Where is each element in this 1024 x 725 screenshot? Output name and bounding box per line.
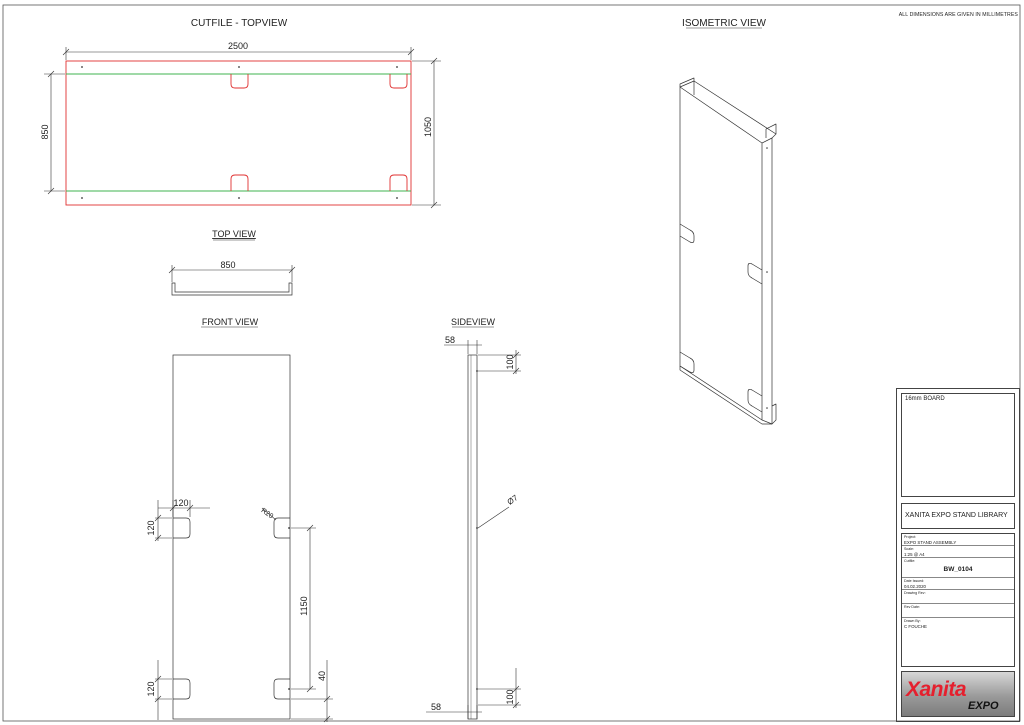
logo-sub-text: EXPO: [968, 700, 999, 712]
front-view-title: FRONT VIEW: [202, 317, 259, 327]
dim-850-left: [44, 70, 65, 195]
field-project: Project:EXPO STAND ASSEMBLY: [902, 534, 1014, 546]
field-drawn-by-label: Drawn By:: [904, 619, 921, 623]
dim-front-bottom-notch: [154, 660, 172, 720]
field-cutfile-value: BW_0104: [943, 566, 973, 573]
xanita-expo-logo: Xanita EXPO: [901, 671, 1015, 717]
field-rev-date: Rev Date:: [902, 604, 1014, 618]
dim-850-left-label: 850: [40, 124, 50, 139]
dim-2500: [62, 47, 415, 60]
field-cutfile-label: Cutfile:: [904, 559, 916, 563]
dim-1050-label: 1050: [423, 117, 433, 137]
dim-front-bottom-label: 40: [317, 671, 327, 681]
cutfile-view-title: CUTFILE - TOPVIEW: [191, 18, 288, 29]
dim-front-notch-w: [158, 500, 210, 517]
dim-hole-leader: [477, 506, 510, 529]
field-drawing-rev: Drawing Rev:: [902, 590, 1014, 604]
dim-radius-leader: [261, 507, 277, 521]
field-rev-date-label: Rev Date:: [904, 605, 920, 609]
top-view-profile: [171, 282, 293, 296]
dim-850-top: [168, 265, 296, 282]
title-block: [896, 388, 1020, 722]
dim-hole-label: Ø7: [506, 493, 520, 507]
dim-1050: [412, 57, 441, 209]
dim-front-notch-h: [154, 500, 172, 542]
field-project-value: EXPO STAND ASSEMBLY: [904, 540, 957, 545]
title-block-material: 16mm BOARD: [901, 393, 1015, 497]
field-date-label: Date Issued:: [904, 579, 925, 583]
dim-side-bottom-h: [478, 668, 521, 709]
dim-front-bottom-notch-label: 120: [146, 681, 156, 696]
field-date: Date Issued:04.02.2020: [902, 578, 1014, 590]
dim-side-top-h: [478, 350, 521, 375]
isometric-panel: [679, 77, 777, 425]
dim-radius-label: R20: [260, 507, 275, 520]
dimensions-note: ALL DIMENSIONS ARE GIVEN IN MILLIMETRES: [898, 12, 1018, 18]
field-scale-value: 1:25 @ A4: [904, 552, 925, 557]
title-block-fields: Project:EXPO STAND ASSEMBLY Scale:1:25 @…: [901, 533, 1015, 667]
dim-front-notch-w-label: 120: [173, 498, 188, 508]
dim-850-top-label: 850: [220, 260, 235, 270]
dim-side-top-h-label: 100: [505, 354, 515, 369]
field-date-value: 04.02.2020: [904, 584, 926, 589]
dim-side-top-w: [444, 340, 482, 354]
dim-side-bottom-h-label: 100: [505, 689, 515, 704]
field-project-label: Project:: [904, 535, 917, 539]
dim-side-bottom-w-label: 58: [431, 702, 441, 712]
dim-front-notch-h-label: 120: [146, 520, 156, 535]
field-drawing-rev-label: Drawing Rev:: [904, 591, 926, 595]
isometric-view-title: ISOMETRIC VIEW: [682, 18, 766, 29]
cutfile-panel: [65, 60, 412, 206]
side-view-title: SIDEVIEW: [451, 317, 496, 327]
field-drawn-by-value: C FOUCHE: [904, 624, 927, 629]
field-scale-label: Scale:: [904, 547, 914, 551]
dim-front-spacing: [291, 524, 316, 693]
title-block-library: XANITA EXPO STAND LIBRARY: [901, 503, 1015, 529]
sheet-border: [2, 4, 1021, 722]
field-scale: Scale:1:25 @ A4: [902, 546, 1014, 558]
top-view-title: TOP VIEW: [212, 229, 256, 239]
dim-side-bottom-w: [426, 705, 482, 719]
field-drawn-by: Drawn By:C FOUCHE: [902, 618, 1014, 630]
dim-2500-label: 2500: [228, 41, 248, 51]
dim-side-top-w-label: 58: [445, 335, 455, 345]
front-view-panel: [172, 354, 291, 720]
dim-front-spacing-label: 1150: [299, 596, 309, 615]
dim-front-bottom: [291, 660, 333, 723]
field-cutfile: Cutfile: BW_0104: [902, 558, 1014, 578]
logo-main-text: Xanita: [906, 678, 967, 701]
side-view-panel: [467, 354, 478, 720]
